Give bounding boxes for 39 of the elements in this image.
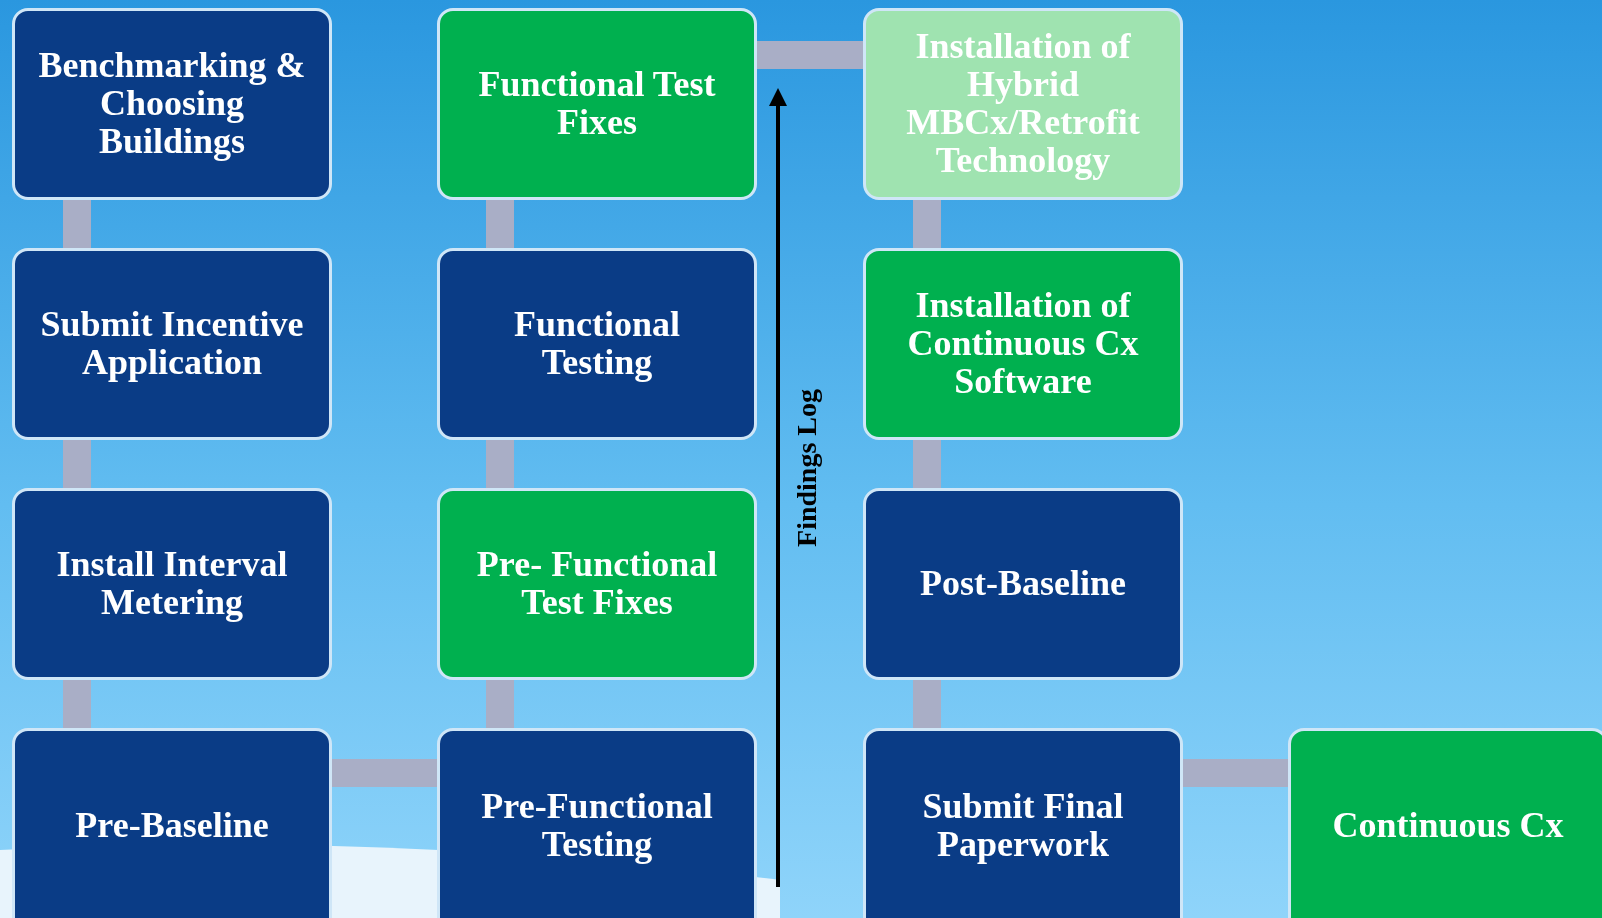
step-label: Functional Testing bbox=[513, 306, 681, 382]
step-label: Install Interval Metering bbox=[55, 546, 289, 622]
process-box bbox=[863, 8, 1183, 200]
process-box bbox=[437, 248, 757, 440]
step-label: Installation of Hybrid MBCx/Retrofit Technology bbox=[905, 28, 1141, 180]
step-label: Pre-Baseline bbox=[75, 807, 269, 845]
process-box bbox=[863, 728, 1183, 918]
step-label: Continuous Cx bbox=[1332, 807, 1564, 845]
step-label: Submit Incentive Application bbox=[39, 306, 305, 382]
arrow-label: Findings Log bbox=[791, 389, 823, 547]
connector-bar bbox=[486, 680, 514, 728]
connector-bar bbox=[913, 440, 941, 488]
connector-bar bbox=[486, 440, 514, 488]
connector-bar bbox=[757, 41, 863, 69]
connector-bar bbox=[63, 440, 91, 488]
step-label: Submit Final Paperwork bbox=[921, 788, 1125, 864]
process-box bbox=[12, 728, 332, 918]
connector-bar bbox=[332, 759, 437, 787]
connector-bar bbox=[913, 200, 941, 248]
step-label: Pre- Functional Test Fixes bbox=[475, 546, 719, 622]
process-box bbox=[1288, 728, 1602, 918]
step-label: Post-Baseline bbox=[920, 565, 1126, 603]
step-label: Installation of Continuous Cx Software bbox=[906, 287, 1140, 401]
connector-bar bbox=[63, 680, 91, 728]
step-label: Functional Test Fixes bbox=[477, 66, 717, 142]
process-box bbox=[437, 8, 757, 200]
connector-bar bbox=[63, 200, 91, 248]
step-label: Pre-Functional Testing bbox=[480, 788, 714, 864]
process-box bbox=[863, 248, 1183, 440]
connector-bar bbox=[913, 680, 941, 728]
process-box bbox=[12, 248, 332, 440]
process-box bbox=[12, 8, 332, 200]
process-box bbox=[437, 488, 757, 680]
step-label: Benchmarking & Choosing Buildings bbox=[37, 47, 307, 161]
connector-bar bbox=[1183, 759, 1288, 787]
connector-bar bbox=[486, 200, 514, 248]
process-box bbox=[12, 488, 332, 680]
process-box bbox=[863, 488, 1183, 680]
process-box bbox=[437, 728, 757, 918]
